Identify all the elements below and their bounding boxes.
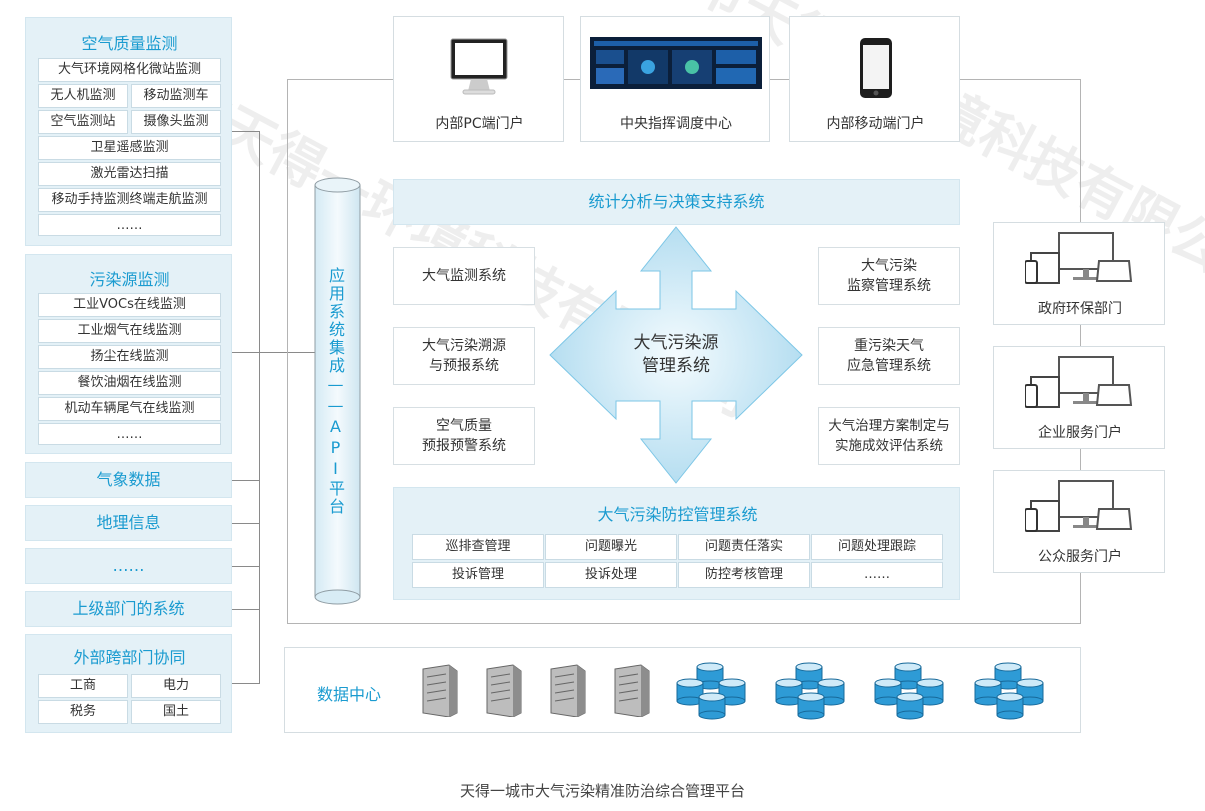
connector-line: [232, 131, 260, 132]
control-item: 问题责任落实: [678, 534, 810, 560]
internal-pc-portal-label: 内部PC端门户: [435, 116, 524, 132]
control-item: 问题曝光: [545, 534, 677, 560]
connector-line: [232, 566, 260, 567]
data-center-label: 数据中心: [317, 685, 382, 704]
connector-line: [232, 523, 260, 524]
geo-info-box: 地理信息: [25, 505, 232, 541]
database-cluster-icon: [874, 662, 944, 720]
external-coop-panel: 外部跨部门协同 工商 电力 税务 国土: [25, 634, 232, 733]
multi-device-icon: [1025, 232, 1133, 284]
connector-line: [232, 683, 260, 684]
left-system-box: 空气质量 预报预警系统: [393, 407, 535, 465]
public-portal: 公众服务门户: [993, 470, 1165, 573]
server-icon: [422, 664, 458, 717]
more-box: ……: [25, 548, 232, 584]
weather-data-box: 气象数据: [25, 462, 232, 498]
air-row-station: 空气监测站: [38, 110, 128, 134]
connector-line: [232, 352, 260, 353]
multi-device-icon: [1025, 356, 1133, 408]
database-cluster-icon: [775, 662, 845, 720]
pollution-source-panel: 污染源监测 工业VOCs在线监测 工业烟气在线监测 扬尘在线监测 餐饮油烟在线监…: [25, 254, 232, 454]
pollution-item: 餐饮油烟在线监测: [38, 371, 221, 395]
pollution-item: 工业烟气在线监测: [38, 319, 221, 343]
core-system-label: 大气污染源 管理系统: [633, 333, 719, 376]
air-quality-panel: 空气质量监测 大气环境网格化微站监测 无人机监测 移动监测车 空气监测站 摄像头…: [25, 17, 232, 246]
right-system-box: 大气治理方案制定与 实施成效评估系统: [818, 407, 960, 465]
multi-device-icon: [1025, 480, 1133, 532]
pollution-item: 扬尘在线监测: [38, 345, 221, 369]
server-icon: [486, 664, 522, 717]
api-platform-cylinder: 应用系统集成——API平台: [314, 177, 361, 605]
database-cluster-icon: [974, 662, 1044, 720]
control-system-panel: 大气污染防控管理系统 巡排查管理 问题曝光 问题责任落实 问题处理跟踪 投诉管理…: [393, 487, 960, 600]
right-system-box: 重污染天气 应急管理系统: [818, 327, 960, 385]
pollution-source-title: 污染源监测: [89, 270, 170, 289]
air-row-more: ……: [38, 214, 221, 236]
connector-line: [259, 131, 260, 684]
control-item: 问题处理跟踪: [811, 534, 943, 560]
external-item: 税务: [38, 700, 128, 724]
dashboard-screen-icon: [590, 37, 762, 89]
internal-mobile-portal-label: 内部移动端门户: [826, 116, 925, 132]
left-system-box: 大气污染溯源 与预报系统: [393, 327, 535, 385]
public-portal-label: 公众服务门户: [1038, 549, 1122, 565]
control-item: 投诉管理: [412, 562, 544, 588]
connector-line: [260, 352, 316, 353]
control-item: 防控考核管理: [678, 562, 810, 588]
internal-pc-portal: 内部PC端门户: [393, 16, 564, 142]
pollution-item: 工业VOCs在线监测: [38, 293, 221, 317]
superior-system-box: 上级部门的系统: [25, 591, 232, 627]
database-cluster-icon: [676, 662, 746, 720]
connector-line: [232, 609, 260, 610]
diagram-caption: 天得一城市大气污染精准防治综合管理平台: [459, 782, 745, 800]
api-platform-label: 应用系统集成——API平台: [326, 267, 345, 516]
external-coop-title: 外部跨部门协同: [73, 648, 186, 667]
air-row-lidar: 激光雷达扫描: [38, 162, 221, 186]
control-system-title: 大气污染防控管理系统: [597, 505, 758, 524]
monitor-icon: [450, 38, 508, 95]
connector-line: [232, 480, 260, 481]
left-system-box: 大气监测系统: [393, 247, 535, 305]
external-item: 国土: [131, 700, 221, 724]
smartphone-icon: [860, 38, 892, 98]
gov-portal: 政府环保部门: [993, 222, 1165, 325]
control-item: 投诉处理: [545, 562, 677, 588]
right-system-box: 大气污染 监察管理系统: [818, 247, 960, 305]
pollution-item: ……: [38, 423, 221, 445]
command-center-portal: 中央指挥调度中心: [580, 16, 770, 142]
external-item: 工商: [38, 674, 128, 698]
air-row-drone: 无人机监测: [38, 84, 128, 108]
air-row-grid: 大气环境网格化微站监测: [38, 58, 221, 82]
pollution-item: 机动车辆尾气在线监测: [38, 397, 221, 421]
enterprise-portal-label: 企业服务门户: [1038, 425, 1122, 441]
enterprise-portal: 企业服务门户: [993, 346, 1165, 449]
external-item: 电力: [131, 674, 221, 698]
data-center-panel: 数据中心: [284, 647, 1081, 733]
stats-decision-system: 统计分析与决策支持系统: [393, 179, 960, 225]
server-icon: [614, 664, 650, 717]
air-row-satellite: 卫星遥感监测: [38, 136, 221, 160]
control-item: 巡排查管理: [412, 534, 544, 560]
air-row-handheld: 移动手持监测终端走航监测: [38, 188, 221, 212]
gov-portal-label: 政府环保部门: [1038, 301, 1122, 317]
internal-mobile-portal: 内部移动端门户: [789, 16, 960, 142]
air-row-vehicle: 移动监测车: [131, 84, 221, 108]
control-item: ……: [811, 562, 943, 588]
central-cross-arrow: [549, 226, 803, 484]
air-row-camera: 摄像头监测: [131, 110, 221, 134]
air-quality-title: 空气质量监测: [81, 34, 178, 53]
server-icon: [550, 664, 586, 717]
command-center-label: 中央指挥调度中心: [620, 116, 732, 132]
